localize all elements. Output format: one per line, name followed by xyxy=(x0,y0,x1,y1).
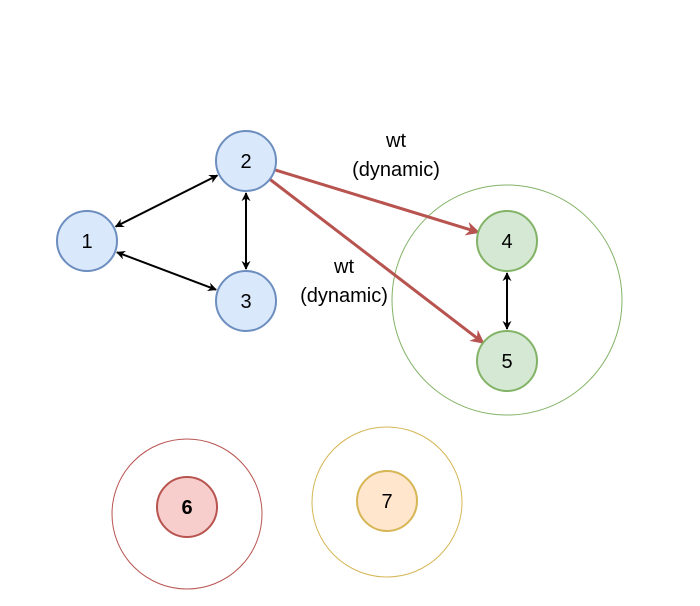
node-3-label: 3 xyxy=(240,291,251,313)
cluster-4-5-boundary xyxy=(391,184,623,416)
node-1-label: 1 xyxy=(81,231,92,253)
node-1-circle xyxy=(56,210,118,272)
node-4: 4 xyxy=(476,210,538,272)
node-6-label: 6 xyxy=(181,497,192,519)
edge-1-2-bidirectional-arrow xyxy=(114,174,219,228)
edge-2-5-dynamic-arrow xyxy=(268,178,485,344)
node-5-label: 5 xyxy=(501,351,512,373)
node-6-circle xyxy=(156,476,218,538)
edge-label-2-5-line1: wt xyxy=(333,256,354,278)
node-2-circle xyxy=(215,130,277,192)
edge-label-2-4-line1: wt xyxy=(385,130,406,152)
node-7-circle xyxy=(356,470,418,532)
node-7-label: 7 xyxy=(381,491,392,513)
cluster-7-boundary xyxy=(311,426,463,578)
node-1: 1 xyxy=(56,210,118,272)
node-2-label: 2 xyxy=(240,151,251,173)
node-5-circle xyxy=(476,330,538,392)
node-3-circle xyxy=(215,270,277,332)
node-3: 3 xyxy=(215,270,277,332)
edge-label-2-5-line2: (dynamic) xyxy=(300,285,388,307)
node-5: 5 xyxy=(476,330,538,392)
nodes-layer: 1 2 3 4 5 6 7 xyxy=(56,130,538,538)
node-4-circle xyxy=(476,210,538,272)
cluster-6-boundary xyxy=(111,438,263,590)
edges-layer xyxy=(114,168,512,344)
node-7: 7 xyxy=(356,470,418,532)
node-4-label: 4 xyxy=(501,231,512,253)
node-6: 6 xyxy=(156,476,218,538)
edge-2-4-dynamic-arrow xyxy=(274,168,481,236)
edge-label-2-4-line2: (dynamic) xyxy=(352,159,440,181)
node-2: 2 xyxy=(215,130,277,192)
edge-1-3-bidirectional-arrow xyxy=(116,250,217,292)
